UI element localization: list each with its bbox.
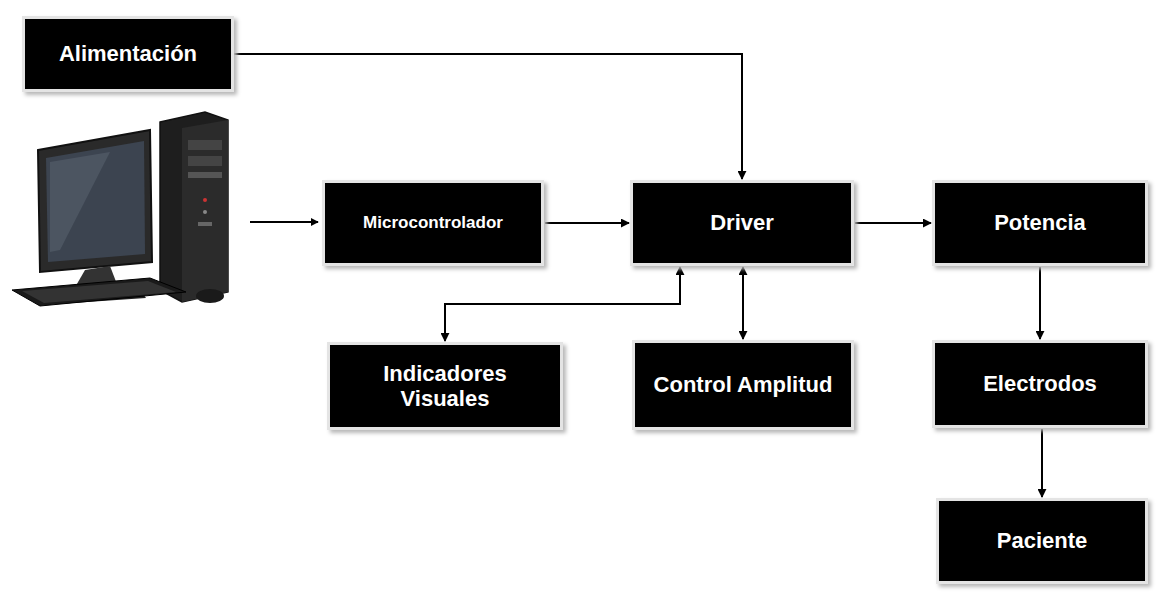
box-label: Control Amplitud (648, 372, 839, 397)
process-box: Paciente (936, 498, 1148, 584)
monitor (38, 130, 152, 304)
box-label: Electrodos (977, 371, 1103, 396)
box-label: Driver (704, 210, 780, 235)
connector-arrow (742, 267, 744, 339)
box-label: Alimentación (53, 41, 203, 66)
connector-arrow (855, 222, 931, 224)
keyboard (12, 278, 186, 306)
process-box: Indicadores Visuales (327, 342, 563, 430)
box-label: Microcontrolador (357, 213, 509, 233)
connector-arrow (1039, 267, 1041, 339)
process-box: Alimentación (22, 16, 234, 92)
mouse (196, 289, 224, 303)
box-label: Paciente (991, 528, 1094, 553)
box-label: Potencia (988, 210, 1092, 235)
tower-case (160, 112, 228, 302)
box-label: Indicadores Visuales (330, 361, 560, 412)
connector-arrow (445, 267, 680, 341)
connector-arrow (545, 222, 629, 224)
process-box: Driver (630, 180, 854, 266)
process-box: Microcontrolador (322, 180, 544, 266)
computer-link (250, 221, 318, 223)
connector-arrow (234, 54, 742, 179)
process-box: Electrodos (932, 340, 1148, 428)
connector-arrow (1041, 429, 1043, 497)
process-box: Control Amplitud (632, 340, 854, 430)
process-box: Potencia (932, 180, 1148, 266)
